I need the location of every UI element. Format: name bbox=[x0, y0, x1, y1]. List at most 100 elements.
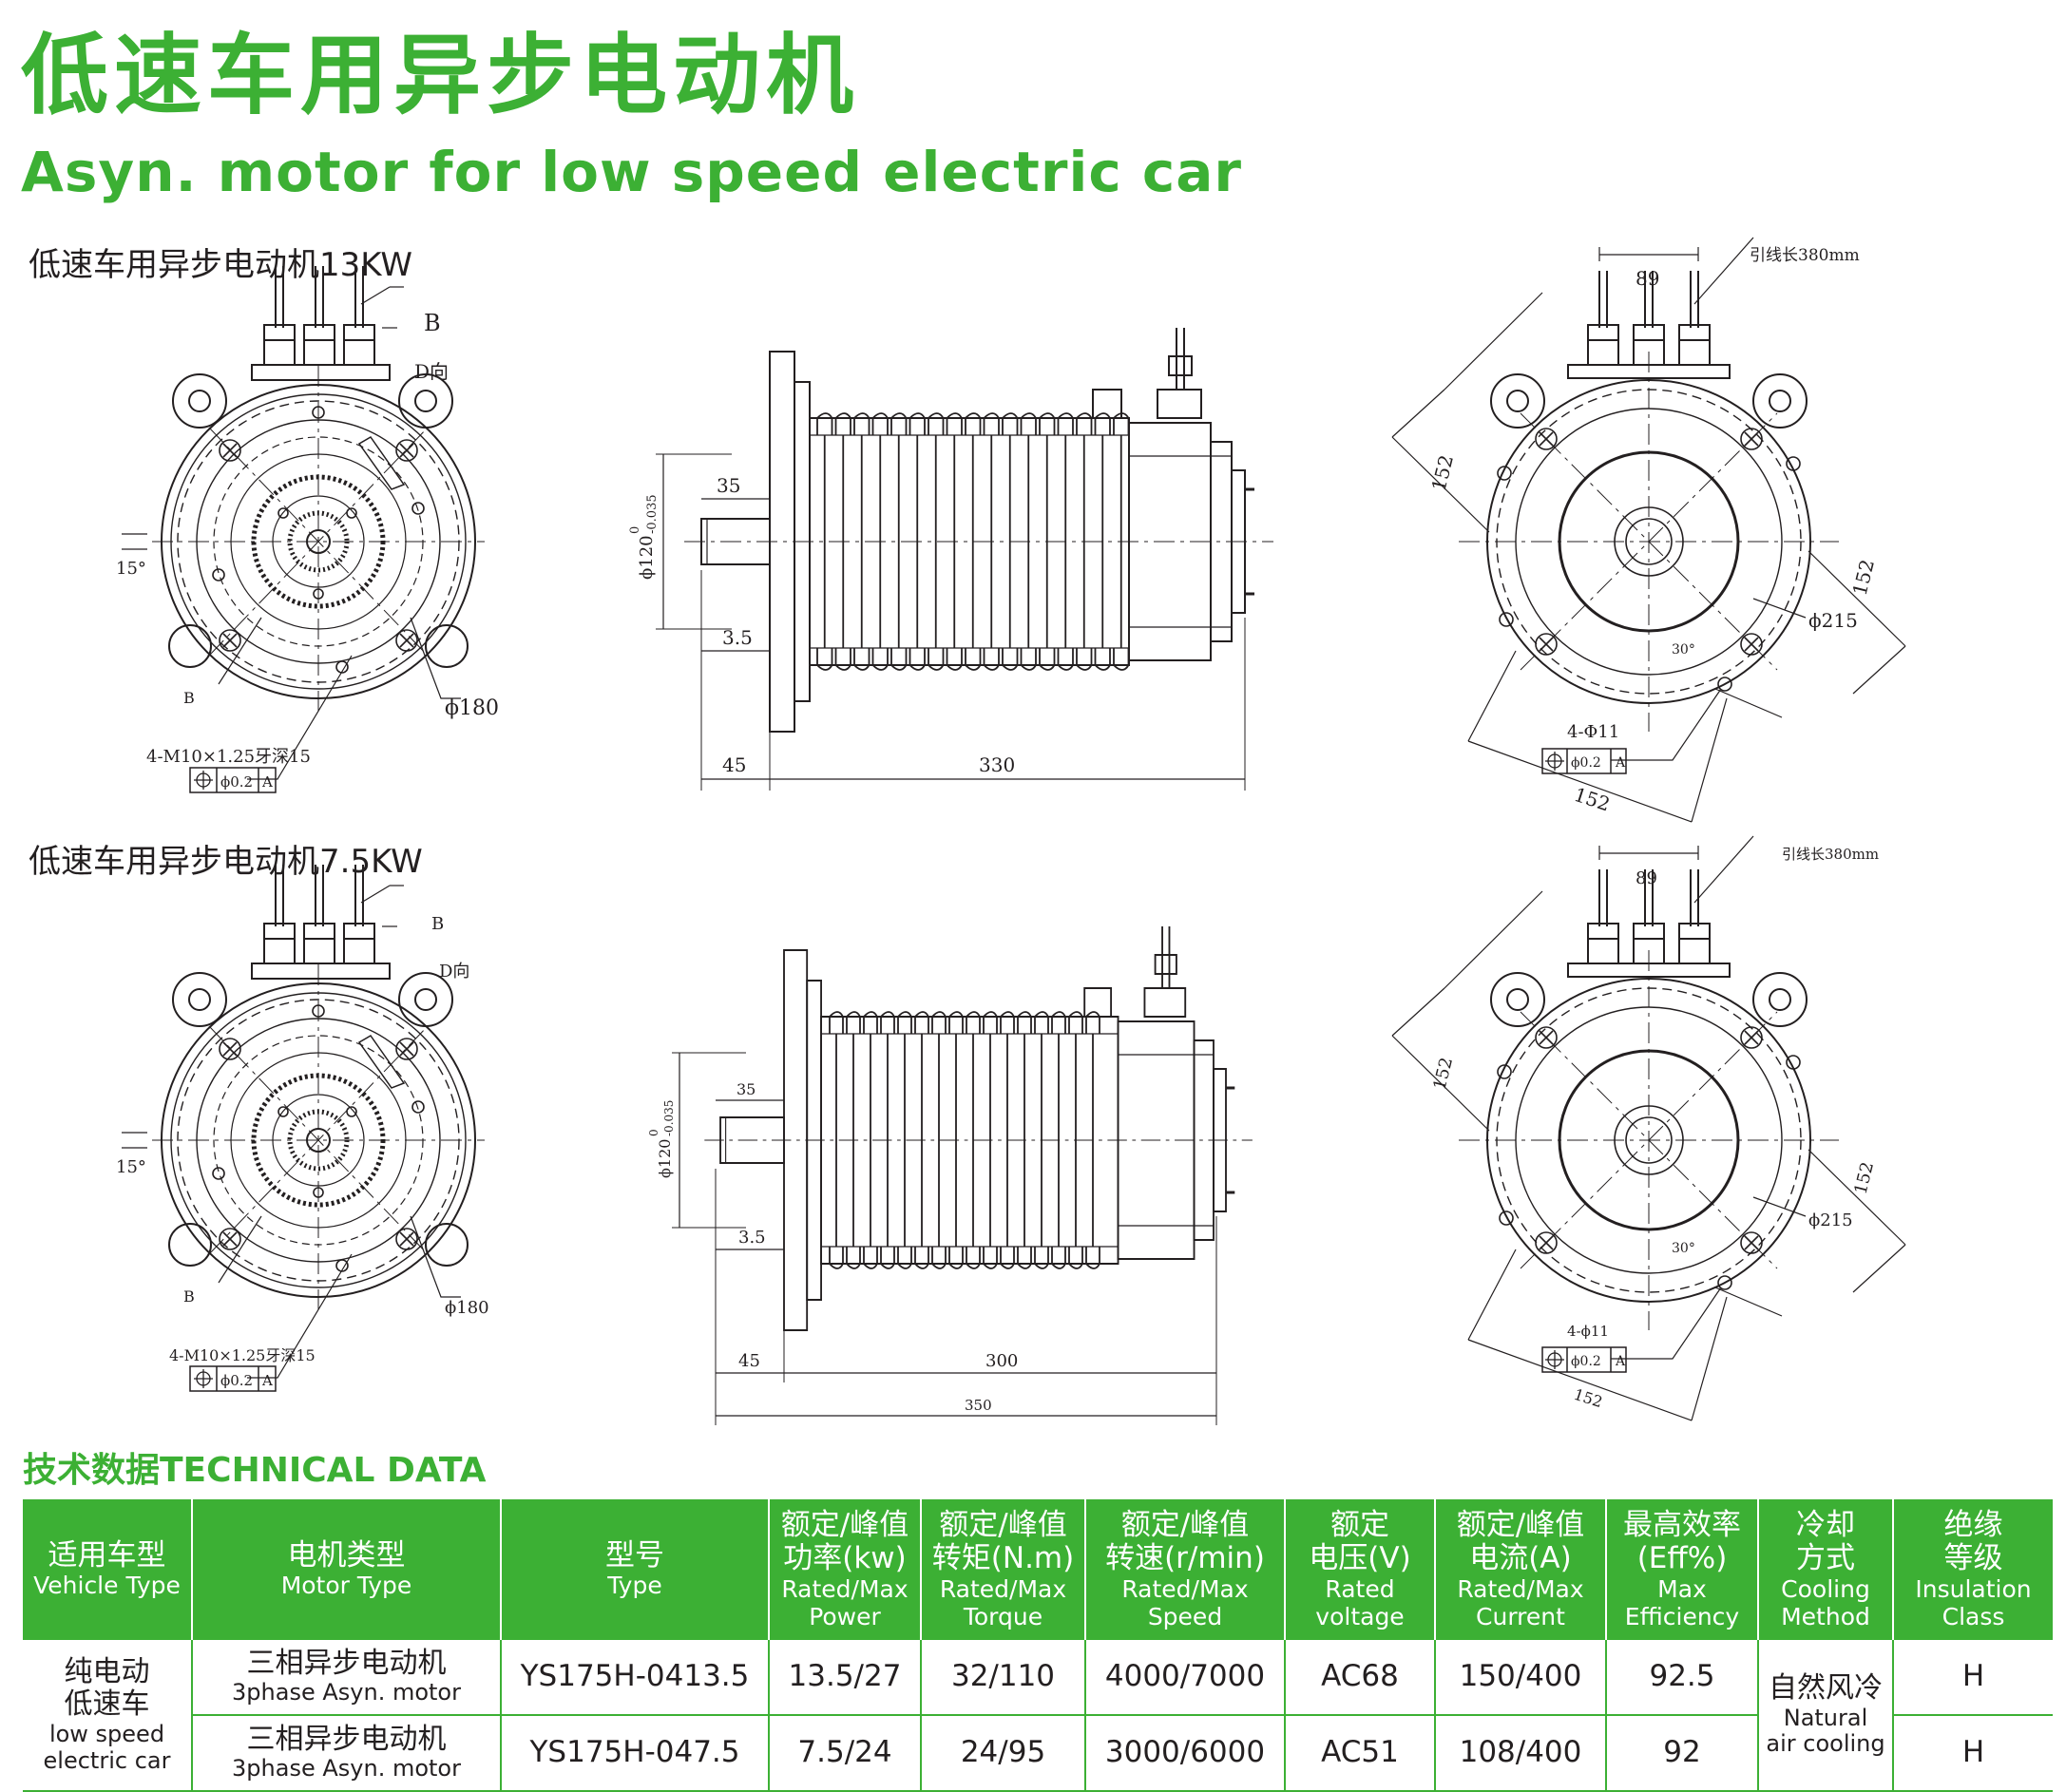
dim-dia-120: ϕ120 bbox=[656, 1139, 674, 1178]
front-view-7-5kw: B D向 15° B ϕ180 4-M10×1.25牙深15 ϕ0.2 A bbox=[116, 865, 489, 1391]
label-angle: 15° bbox=[116, 1157, 146, 1177]
label-d-direction: D向 bbox=[414, 360, 449, 383]
dim-152-right: 152 bbox=[1848, 557, 1880, 598]
cell-current: 150/400 bbox=[1435, 1640, 1607, 1716]
cooling-fin bbox=[909, 412, 926, 671]
dim-len-350: 350 bbox=[965, 1397, 992, 1414]
dim-89: 89 bbox=[1636, 868, 1657, 888]
cooling-fin bbox=[863, 1011, 878, 1269]
cooling-fin bbox=[816, 412, 833, 671]
cooling-fin bbox=[1034, 1011, 1049, 1269]
label-tolerance-value: ϕ0.2 bbox=[220, 773, 253, 791]
dim-dia-tol-lower: -0.035 bbox=[662, 1100, 676, 1136]
cooling-fin bbox=[1076, 412, 1093, 671]
dim-len-300: 300 bbox=[985, 1351, 1018, 1371]
cell-speed: 3000/6000 bbox=[1085, 1715, 1286, 1792]
cooling-fin bbox=[1000, 1011, 1015, 1269]
section-label-13kw: 低速车用异步电动机13KW bbox=[29, 246, 412, 284]
page-title: 低速车用异步电动机 bbox=[21, 25, 860, 126]
cell-power: 13.5/27 bbox=[769, 1640, 922, 1716]
dim-shaft-35: 35 bbox=[736, 1080, 756, 1098]
dim-dia-tol-lower: -0.035 bbox=[645, 494, 660, 534]
label-thread: 4-M10×1.25牙深15 bbox=[169, 1346, 316, 1364]
cell-type: YS175H-047.5 bbox=[501, 1715, 770, 1792]
page-subtitle: Asyn. motor for low speed electric car bbox=[21, 140, 1243, 204]
cell-torque: 24/95 bbox=[921, 1715, 1086, 1792]
cooling-fin bbox=[928, 412, 945, 671]
cooling-fin bbox=[983, 1011, 998, 1269]
cooling-fin bbox=[965, 412, 982, 671]
cell-type: YS175H-0413.5 bbox=[501, 1640, 770, 1716]
label-b-bottom: B bbox=[183, 689, 195, 707]
cooling-fin bbox=[1039, 412, 1056, 671]
label-tolerance-value: ϕ0.2 bbox=[1571, 1354, 1601, 1369]
side-view-13kw: 35 3.5 ϕ120 0 -0.035 45 330 bbox=[628, 326, 1275, 791]
cooling-fin bbox=[914, 1011, 929, 1269]
dim-dia-tol-upper: 0 bbox=[628, 526, 642, 534]
cooling-fin bbox=[1002, 412, 1019, 671]
label-tolerance-ref: A bbox=[261, 773, 273, 791]
dim-dia-120: ϕ120 bbox=[637, 535, 657, 580]
cell-insulation: H bbox=[1893, 1715, 2053, 1792]
cell-current: 108/400 bbox=[1435, 1715, 1607, 1792]
dim-89: 89 bbox=[1636, 267, 1659, 290]
cooling-fin bbox=[834, 412, 851, 671]
label-b-bottom: B bbox=[183, 1287, 195, 1306]
cell-voltage: AC51 bbox=[1285, 1715, 1436, 1792]
label-tolerance-value: ϕ0.2 bbox=[220, 1372, 253, 1389]
cell-insulation: H bbox=[1893, 1640, 2053, 1716]
cell-efficiency: 92 bbox=[1606, 1715, 1759, 1792]
cooling-fin bbox=[966, 1011, 981, 1269]
dim-len-45: 45 bbox=[722, 753, 746, 776]
label-holes: 4-Φ11 bbox=[1567, 722, 1619, 742]
cooling-fin bbox=[1020, 412, 1037, 671]
cooling-fin bbox=[1113, 412, 1130, 671]
label-tolerance-ref: A bbox=[261, 1372, 273, 1389]
label-d-direction: D向 bbox=[439, 962, 469, 982]
cooling-fin bbox=[1068, 1011, 1083, 1269]
label-phi180: ϕ180 bbox=[445, 696, 499, 720]
label-tolerance-ref: A bbox=[1615, 1354, 1626, 1369]
label-lead-length: 引线长380mm bbox=[1782, 846, 1879, 863]
cooling-fin bbox=[1085, 1011, 1100, 1269]
cell-power: 7.5/24 bbox=[769, 1715, 922, 1792]
label-tolerance-value: ϕ0.2 bbox=[1571, 755, 1601, 771]
label-thread: 4-M10×1.25牙深15 bbox=[146, 747, 311, 767]
cooling-fin bbox=[948, 1011, 964, 1269]
label-b-top: B bbox=[431, 914, 444, 934]
rear-view-7-5kw: 89 引线长380mm 152 152 152 ϕ215 30° 4-ϕ11 ϕ… bbox=[1390, 834, 1907, 1422]
cooling-fin bbox=[871, 412, 889, 671]
label-angle-30: 30° bbox=[1672, 1241, 1695, 1256]
cooling-fin bbox=[853, 412, 870, 671]
tech-data-title: 技术数据TECHNICAL DATA bbox=[23, 1451, 487, 1490]
dim-len-45: 45 bbox=[738, 1351, 760, 1371]
cooling-fin bbox=[1051, 1011, 1066, 1269]
dim-dia-tol-upper: 0 bbox=[647, 1129, 660, 1136]
cell-efficiency: 92.5 bbox=[1606, 1640, 1759, 1716]
cooling-fin bbox=[946, 412, 963, 671]
dim-step-3-5: 3.5 bbox=[738, 1228, 766, 1248]
cooling-fin bbox=[880, 1011, 895, 1269]
cooling-fin bbox=[1057, 412, 1074, 671]
dim-step-3-5: 3.5 bbox=[722, 626, 753, 649]
side-view-7-5kw: 35 3.5 ϕ120 0 -0.035 45 300 350 bbox=[647, 925, 1254, 1425]
cooling-fin bbox=[897, 1011, 912, 1269]
cooling-fin bbox=[983, 412, 1000, 671]
technical-drawings: B D向 15° B ϕ180 4-M10×1.25牙深15 ϕ0.2 A 35… bbox=[116, 236, 1907, 1425]
label-tolerance-ref: A bbox=[1615, 755, 1626, 771]
label-angle-30: 30° bbox=[1672, 642, 1695, 658]
